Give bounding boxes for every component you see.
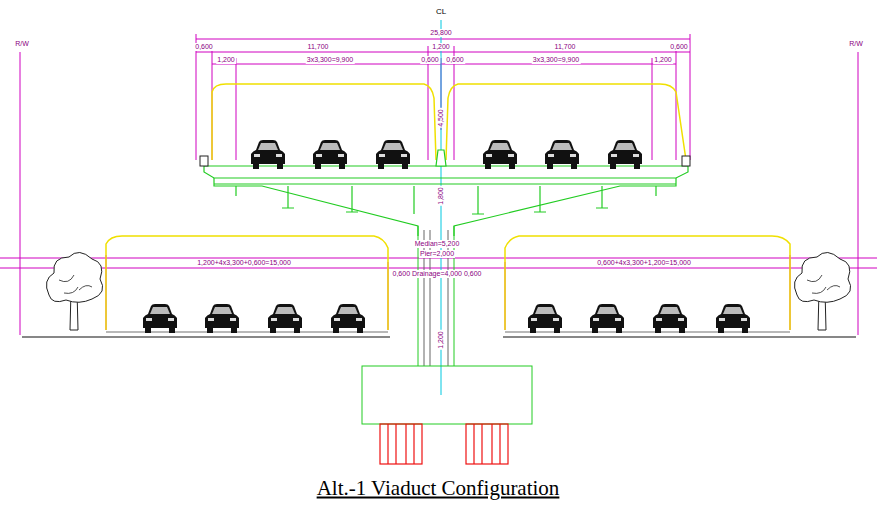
pier: [362, 226, 532, 424]
car: [483, 140, 517, 169]
car: [653, 304, 687, 333]
row-line: [858, 52, 859, 335]
car: [590, 304, 624, 333]
row-label: R/W: [14, 40, 30, 48]
piles: [380, 424, 508, 464]
car: [716, 304, 750, 333]
car: [331, 304, 365, 333]
car: [268, 304, 302, 333]
dimension: 0,600: [420, 56, 440, 64]
dimension: 1,200: [431, 43, 451, 51]
dimension: 3x3,300=9,900: [532, 56, 581, 64]
centerline-mark: CL: [435, 8, 447, 16]
car: [545, 140, 579, 169]
dimension: 0,600+4x3,300+1,200=15,000: [596, 259, 692, 267]
dimension: 4,500: [437, 108, 445, 128]
dimension: 11,700: [307, 43, 330, 51]
car: [143, 304, 177, 333]
caption: Alt.-1 Viaduct Configuration: [314, 476, 563, 501]
dimension: 1,200: [437, 330, 445, 350]
dimension: 1,200: [216, 56, 236, 64]
dimension: Median=5,200: [414, 240, 461, 248]
car: [205, 304, 239, 333]
car: [376, 140, 410, 169]
row-line: [20, 52, 21, 335]
dimension: 1,800: [437, 186, 445, 206]
dimension: 3x3,300=9,900: [306, 56, 355, 64]
dimension: 0,600: [669, 43, 689, 51]
dimension: Pier=2,000: [419, 250, 455, 258]
car: [608, 140, 642, 169]
car: [251, 140, 285, 169]
tree: [794, 252, 850, 330]
tree: [46, 252, 102, 330]
car: [313, 140, 347, 169]
car: [528, 304, 562, 333]
parapet: [200, 156, 208, 166]
dimension: 1,200: [653, 56, 673, 64]
dimension: 0,600: [194, 43, 214, 51]
parapet: [682, 156, 690, 166]
dimension: 0,600 Drainage=4,000 0,600: [392, 270, 483, 278]
dimension: 0,600: [445, 56, 465, 64]
dimension: 11,700: [554, 43, 577, 51]
dimension-lines: [0, 34, 877, 330]
dimension: 1,200+4x3,300+0,600=15,000: [196, 259, 292, 267]
dimension: 25,800: [429, 29, 452, 37]
row-label: R/W: [848, 40, 864, 48]
